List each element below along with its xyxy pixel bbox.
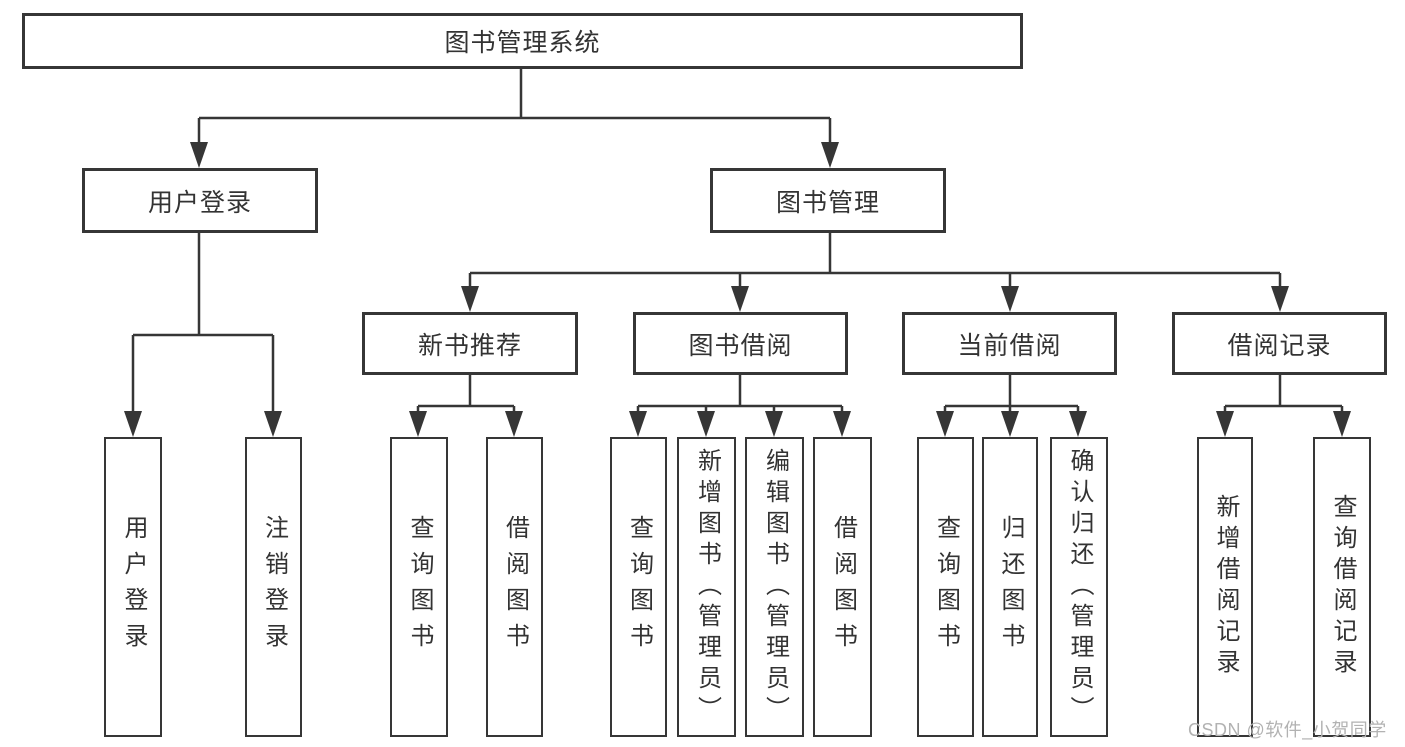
node-book-management: 图书管理 xyxy=(710,168,946,233)
watermark: CSDN @软件_小贺同学 xyxy=(1188,720,1387,740)
leaf-logout: 注销登录 xyxy=(245,437,302,737)
arrow-down-icon xyxy=(629,411,647,437)
node-book-borrow: 图书借阅 xyxy=(633,312,848,375)
leaf-records-query-borrow-record: 查询借阅记录 xyxy=(1313,437,1371,737)
arrow-down-icon xyxy=(1001,411,1019,437)
leaf-borrow-query-books: 查询图书 xyxy=(610,437,667,737)
leaf-current-query-books: 查询图书 xyxy=(917,437,974,737)
leaf-borrow-borrow-books: 借阅图书 xyxy=(813,437,872,737)
arrow-down-icon xyxy=(1271,286,1289,312)
leaf-label: 归还图书 xyxy=(997,515,1024,659)
arrow-down-icon xyxy=(409,411,427,437)
arrow-down-icon xyxy=(505,411,523,437)
arrow-down-icon xyxy=(833,411,851,437)
arrow-down-icon xyxy=(264,411,282,437)
arrow-down-icon xyxy=(1001,286,1019,312)
arrow-down-icon xyxy=(821,142,839,168)
leaf-label: 查询借阅记录 xyxy=(1329,494,1356,680)
node-current-borrow: 当前借阅 xyxy=(902,312,1117,375)
leaf-recommend-borrow-books: 借阅图书 xyxy=(486,437,543,737)
node-new-book-recommend: 新书推荐 xyxy=(362,312,578,375)
leaf-label: 新增借阅记录 xyxy=(1212,494,1239,680)
node-user-login: 用户登录 xyxy=(82,168,318,233)
arrow-down-icon xyxy=(1069,411,1087,437)
arrow-down-icon xyxy=(1333,411,1351,437)
leaf-current-return-books: 归还图书 xyxy=(982,437,1038,737)
arrow-down-icon xyxy=(765,411,783,437)
leaf-label: 用户登录 xyxy=(120,515,147,659)
arrow-down-icon xyxy=(190,142,208,168)
node-label: 图书借阅 xyxy=(688,331,793,360)
arrow-down-icon xyxy=(731,286,749,312)
node-label: 借阅记录 xyxy=(1227,331,1332,360)
leaf-label: 查询图书 xyxy=(406,515,433,659)
node-label: 当前借阅 xyxy=(957,331,1062,360)
leaf-label: 借阅图书 xyxy=(829,515,857,659)
node-library-management-system: 图书管理系统 xyxy=(22,13,1023,69)
node-label: 用户登录 xyxy=(147,188,252,217)
leaf-label: 借阅图书 xyxy=(501,515,529,659)
node-label: 新书推荐 xyxy=(417,331,522,360)
leaf-current-confirm-return-admin: 确认归还（管理员） xyxy=(1050,437,1108,737)
arrow-down-icon xyxy=(124,411,142,437)
arrow-down-icon xyxy=(1216,411,1234,437)
leaf-label: 查询图书 xyxy=(932,515,960,659)
node-label: 图书管理系统 xyxy=(444,29,601,57)
leaf-borrow-add-books-admin: 新增图书（管理员） xyxy=(677,437,736,737)
leaf-label: 注销登录 xyxy=(260,515,288,659)
node-label: 图书管理 xyxy=(775,188,880,217)
node-borrow-records: 借阅记录 xyxy=(1172,312,1387,375)
leaf-records-add-borrow-record: 新增借阅记录 xyxy=(1197,437,1253,737)
arrow-down-icon xyxy=(461,286,479,312)
leaf-label: 查询图书 xyxy=(625,515,653,659)
leaf-label: 编辑图书（管理员） xyxy=(761,447,789,727)
leaf-label: 新增图书（管理员） xyxy=(693,447,721,727)
arrow-down-icon xyxy=(936,411,954,437)
leaf-user-login: 用户登录 xyxy=(104,437,162,737)
leaf-label: 确认归还（管理员） xyxy=(1066,447,1093,727)
arrow-down-icon xyxy=(697,411,715,437)
leaf-recommend-query-books: 查询图书 xyxy=(390,437,448,737)
leaf-borrow-edit-books-admin: 编辑图书（管理员） xyxy=(745,437,804,737)
